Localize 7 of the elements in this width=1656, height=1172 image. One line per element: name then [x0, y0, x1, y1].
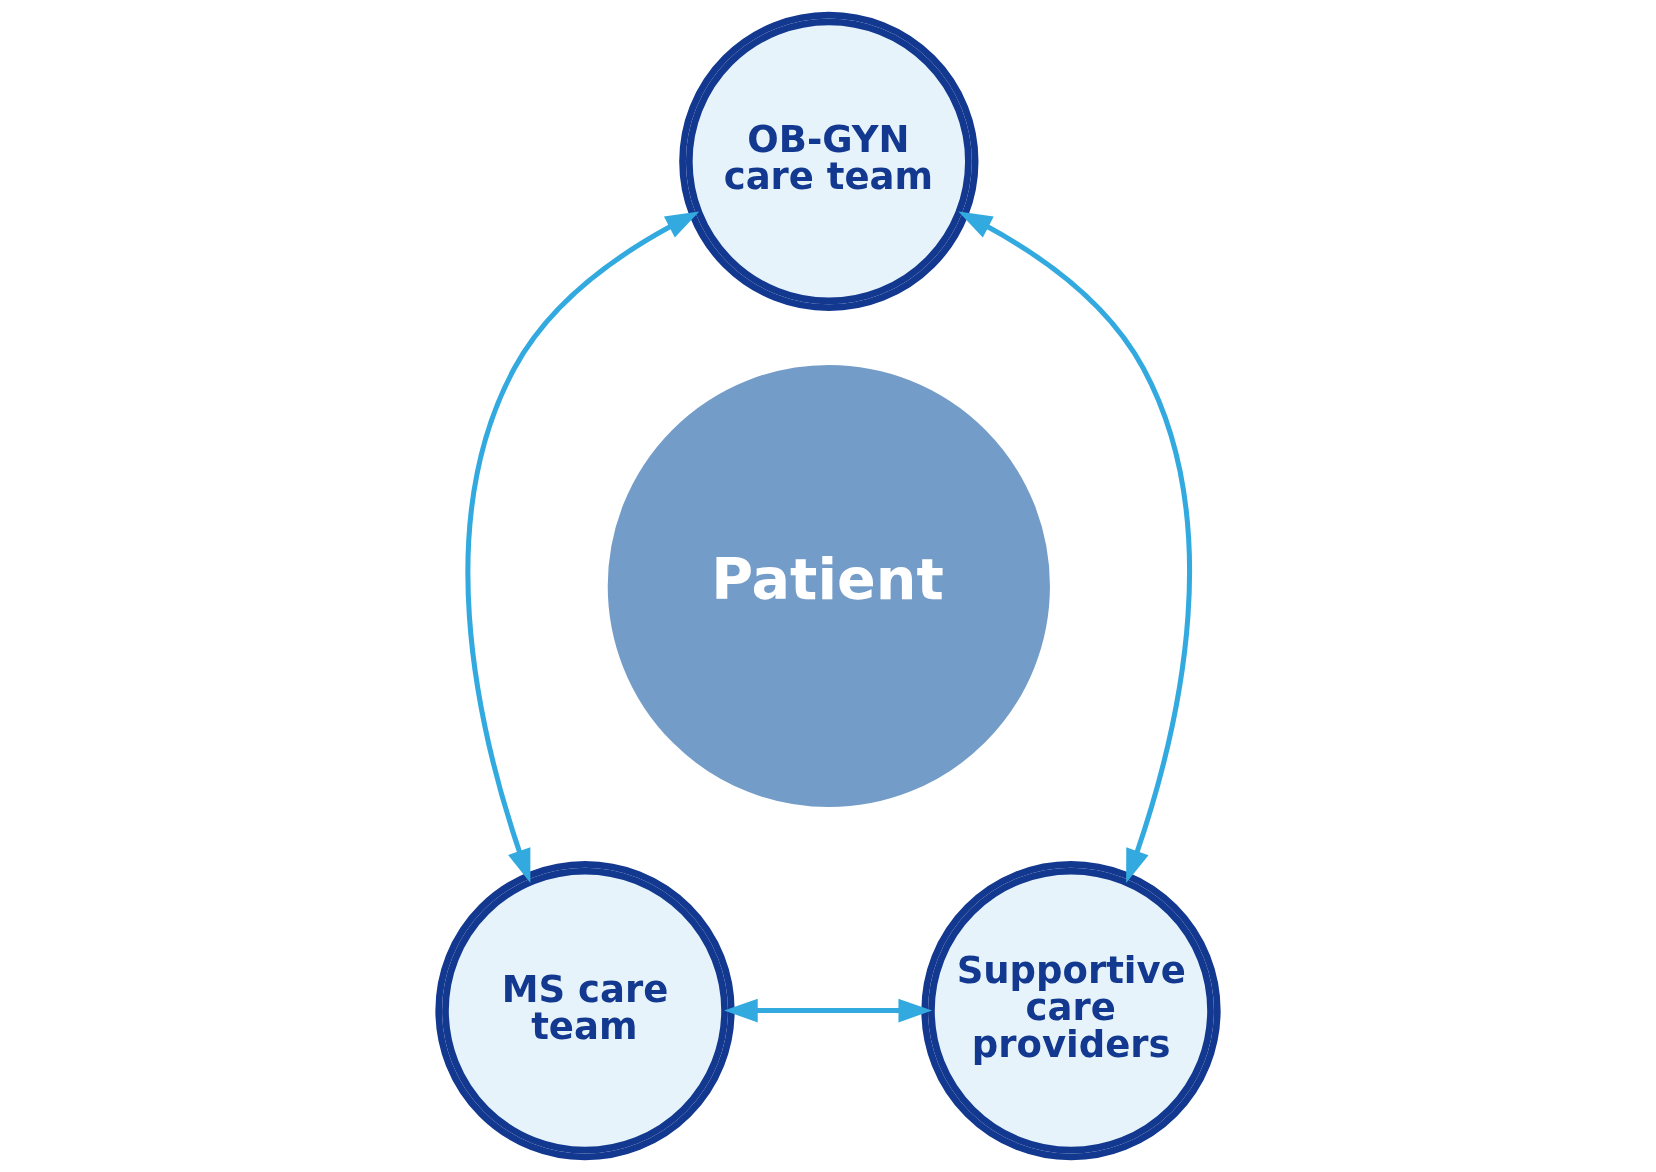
- node-circle: Patient: [607, 364, 1050, 808]
- arrow: [465, 211, 700, 883]
- node-circle: Supportive care providers: [921, 860, 1221, 1161]
- node-circle: MS care team: [435, 860, 735, 1161]
- arrow: [724, 998, 933, 1023]
- node-circle: OB-GYN care team: [679, 11, 979, 312]
- arrow: [958, 211, 1193, 883]
